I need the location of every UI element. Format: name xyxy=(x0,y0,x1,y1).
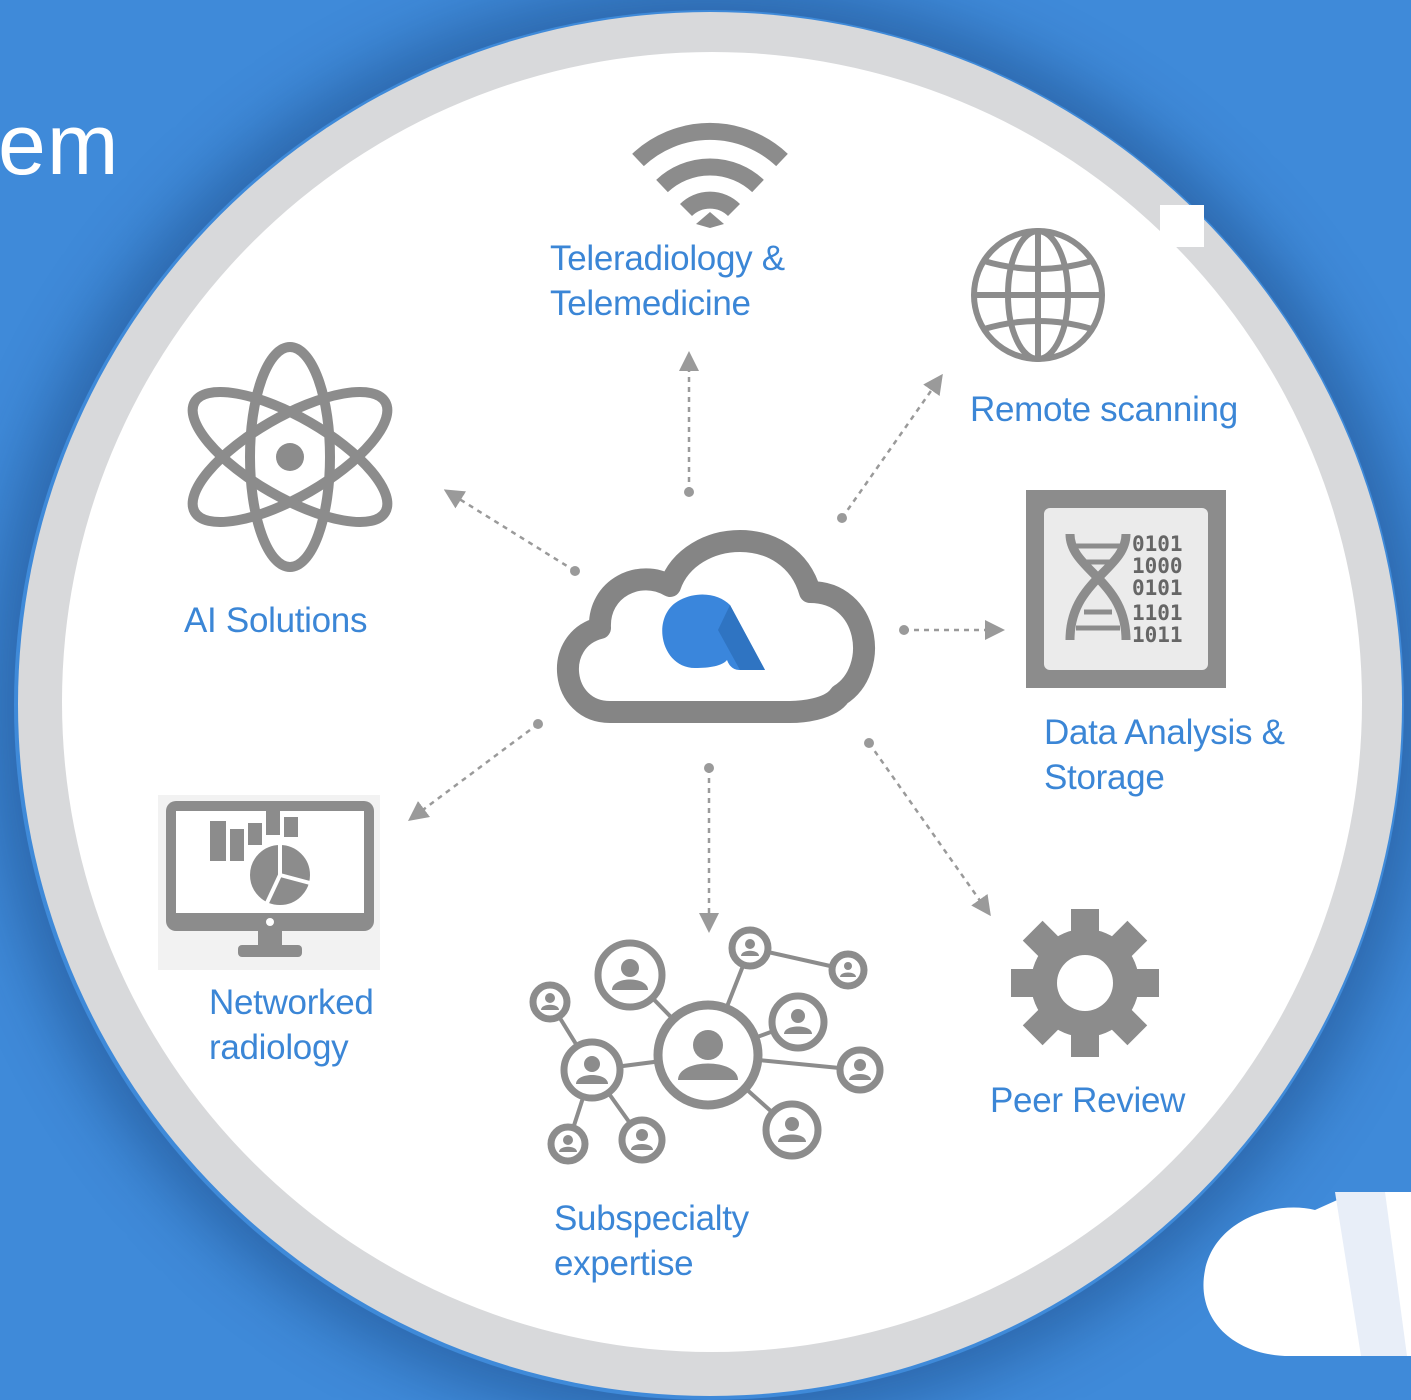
arrow-ai-solutions xyxy=(443,489,576,573)
label-line: Networked xyxy=(209,983,374,1022)
label-line: Teleradiology & xyxy=(550,239,785,278)
label-data-analysis: Data Analysis & Storage xyxy=(1044,710,1285,800)
label-line: Subspecialty xyxy=(554,1199,749,1238)
atom-icon xyxy=(187,342,393,572)
arrow-networked-radiology xyxy=(407,722,539,821)
label-peer-review: Peer Review xyxy=(990,1078,1185,1123)
decorative-square xyxy=(1160,205,1204,247)
binary-line: 1101 xyxy=(1132,601,1183,625)
binary-line: 0101 xyxy=(1132,576,1183,600)
label-line: expertise xyxy=(554,1244,694,1283)
person-node xyxy=(653,1000,763,1110)
dna-binary-icon: 0101 1000 0101 1101 1011 xyxy=(1026,490,1226,688)
arrow-peer-review xyxy=(867,742,991,917)
label-line: radiology xyxy=(209,1028,349,1067)
brand-logo-icon xyxy=(1203,1192,1411,1356)
binary-line: 1011 xyxy=(1132,623,1183,647)
label-line: Storage xyxy=(1044,758,1165,797)
globe-icon xyxy=(971,228,1105,362)
slide-title: em xyxy=(0,97,120,193)
monitor-chart-icon xyxy=(158,795,380,970)
people-network-icon xyxy=(529,926,884,1165)
label-ai-solutions: AI Solutions xyxy=(184,598,367,643)
label-networked-radiology: Networked radiology xyxy=(209,980,374,1070)
arrow-remote-scanning xyxy=(840,373,943,519)
label-teleradiology: Teleradiology & Telemedicine xyxy=(550,236,785,326)
cloud-logo-icon xyxy=(557,530,875,723)
label-line: Peer Review xyxy=(990,1081,1186,1120)
binary-line: 0101 xyxy=(1132,532,1183,556)
label-line: AI Solutions xyxy=(184,601,368,640)
wifi-icon xyxy=(632,123,788,228)
gear-icon xyxy=(1011,909,1159,1057)
binary-line: 1000 xyxy=(1132,554,1183,578)
label-line: Telemedicine xyxy=(550,284,751,323)
label-line: Remote scanning xyxy=(970,390,1238,429)
label-line: Data Analysis & xyxy=(1044,713,1285,752)
label-remote-scanning: Remote scanning xyxy=(970,387,1238,432)
label-subspecialty: Subspecialty expertise xyxy=(554,1196,749,1286)
